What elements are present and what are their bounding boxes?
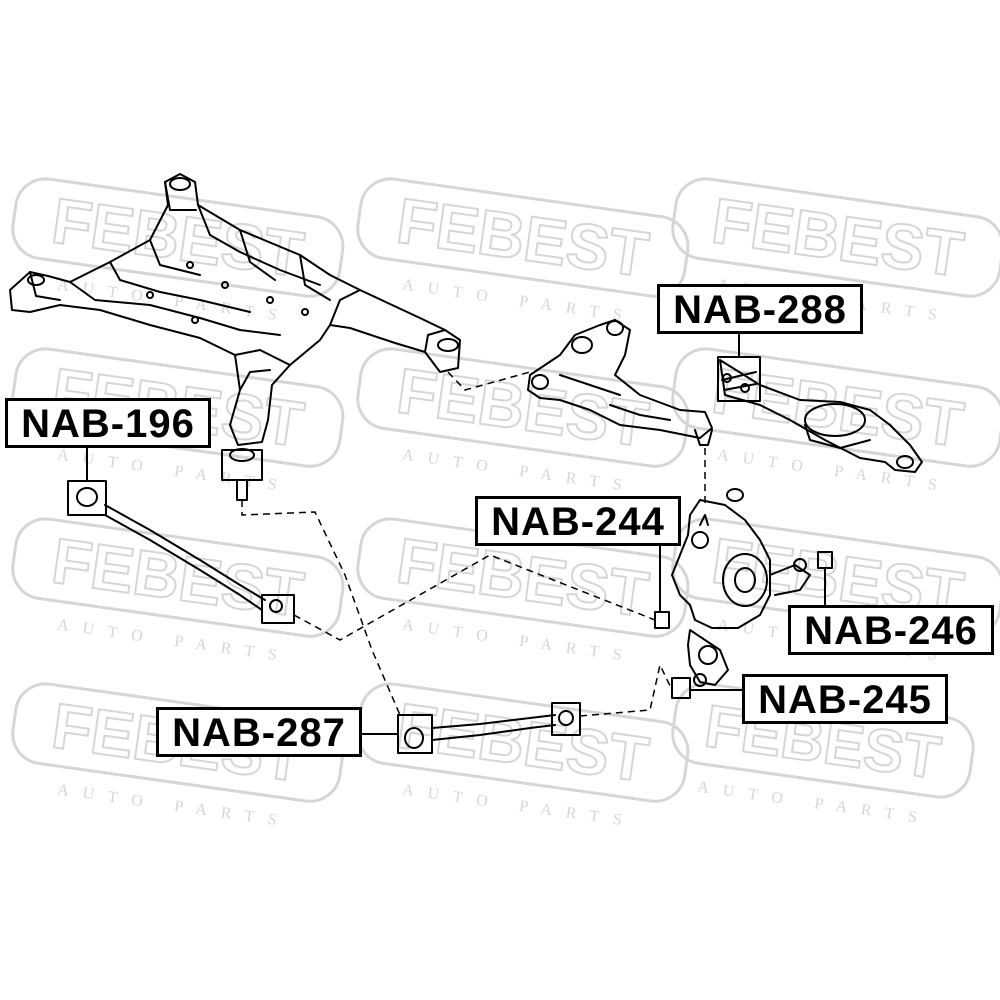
- label-nab-196[interactable]: NAB-196: [5, 398, 211, 448]
- upper-control-arm: [527, 319, 713, 446]
- knuckle-hub: [654, 488, 833, 699]
- label-nab-287[interactable]: NAB-287: [156, 707, 362, 757]
- lower-link: [397, 702, 581, 754]
- dash-stabilizer: [293, 554, 656, 641]
- rear-subframe: [9, 173, 461, 501]
- label-nab-246[interactable]: NAB-246: [788, 605, 994, 655]
- dash-lower-link-to-knuckle: [579, 662, 673, 717]
- lower-control-arm: [717, 356, 923, 473]
- label-nab-244[interactable]: NAB-244: [475, 496, 681, 546]
- dash-subframe-to-link: [241, 500, 401, 716]
- stabilizer-link: [67, 480, 295, 624]
- dash-subframe-to-arm: [447, 371, 531, 391]
- label-nab-245[interactable]: NAB-245: [742, 674, 948, 724]
- label-nab-288[interactable]: NAB-288: [657, 284, 863, 334]
